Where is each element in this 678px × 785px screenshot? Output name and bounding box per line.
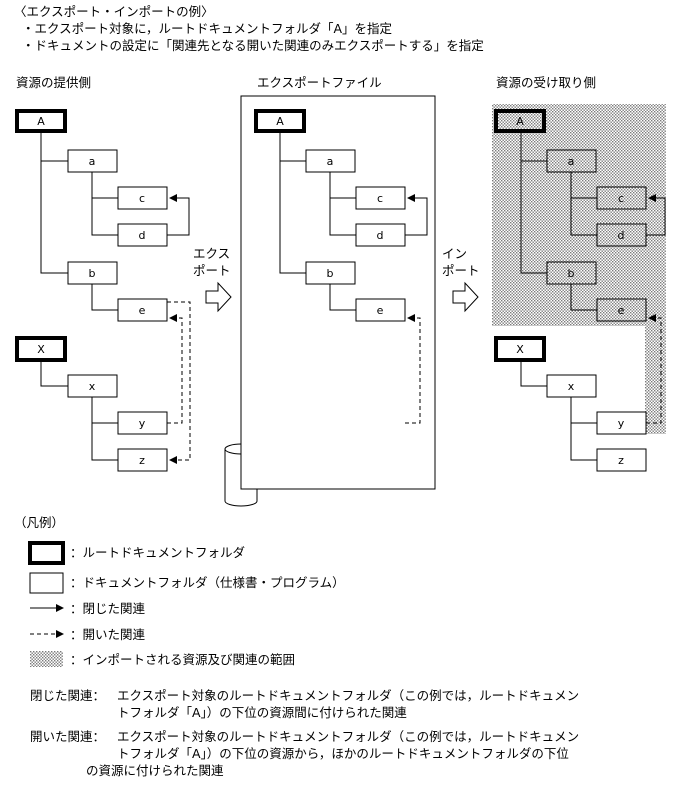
node-z-provider: z [117, 448, 168, 472]
provider-heading: 資源の提供側 [16, 75, 92, 90]
legend-import-range-symbol [30, 651, 63, 667]
node-e-provider: e [117, 298, 168, 322]
header-bullet-1: ・エクスポート対象に，ルートドキュメントフォルダ「A」を指定 [22, 21, 393, 36]
node-A-provider: A [15, 109, 67, 133]
export-open-relation [405, 314, 421, 424]
svg-text:A: A [276, 115, 284, 128]
import-label-1: イン [442, 246, 468, 261]
node-d-provider: d [117, 223, 168, 247]
svg-text:X: X [37, 343, 45, 356]
legend-root-folder-label: ：ルートドキュメントフォルダ [70, 545, 246, 560]
note-open-line-1: エクスポート対象のルートドキュメントフォルダ（この例では，ルートドキュメン [117, 729, 580, 744]
provider-tree [40, 131, 118, 461]
svg-text:b: b [89, 267, 96, 280]
svg-text:c: c [139, 192, 145, 205]
svg-text:x: x [568, 380, 575, 393]
legend-root-folder-symbol [28, 541, 65, 565]
node-A-receiver: A [494, 109, 546, 133]
database-cylinder-icon [224, 96, 435, 507]
node-a-receiver: a [546, 149, 597, 173]
receiver-heading: 資源の受け取り側 [496, 75, 597, 90]
svg-text:X: X [516, 343, 524, 356]
svg-text:y: y [139, 417, 146, 430]
svg-text:a: a [89, 155, 96, 168]
svg-text:c: c [377, 192, 383, 205]
node-e-export: e [355, 298, 406, 322]
export-label-2: ポート [193, 263, 231, 278]
svg-text:e: e [139, 304, 146, 317]
svg-text:x: x [89, 380, 96, 393]
export-closed-relation [405, 194, 428, 236]
node-y-provider: y [117, 411, 168, 435]
receiver-open-relation [646, 314, 662, 424]
legend-closed-relation-label: ：閉じた関連 [70, 601, 146, 616]
provider-closed-relation [167, 194, 190, 236]
svg-text:a: a [568, 155, 575, 168]
svg-text:b: b [568, 267, 575, 280]
node-z-receiver: z [596, 448, 647, 472]
export-arrow-icon [205, 281, 232, 313]
node-X-receiver: X [494, 336, 546, 362]
svg-text:b: b [327, 267, 334, 280]
import-arrow-icon [452, 281, 479, 313]
node-x-provider: x [67, 374, 118, 398]
svg-text:y: y [618, 417, 625, 430]
svg-text:z: z [618, 454, 624, 467]
note-open-line-3: の資源に付けられた関連 [86, 763, 224, 778]
node-b-export: b [305, 261, 356, 285]
note-open-line-2: トフォルダ「A」）の下位の資源から，ほかのルートドキュメントフォルダの下位 [117, 746, 569, 761]
note-closed-label: 閉じた関連： [30, 688, 106, 703]
node-d-receiver: d [596, 223, 647, 247]
node-x-receiver: x [546, 374, 597, 398]
node-c-receiver: c [596, 186, 647, 210]
note-closed-line-1: エクスポート対象のルートドキュメントフォルダ（この例では，ルートドキュメン [117, 688, 580, 703]
svg-text:z: z [139, 454, 145, 467]
node-d-export: d [355, 223, 406, 247]
node-c-provider: c [117, 186, 168, 210]
svg-text:d: d [139, 229, 146, 242]
node-X-provider: X [15, 336, 67, 362]
export-tree [279, 131, 356, 311]
legend-doc-folder-label: ：ドキュメントフォルダ（仕様書・プログラム） [70, 575, 345, 590]
svg-text:e: e [377, 304, 384, 317]
svg-text:e: e [618, 304, 625, 317]
node-a-export: a [305, 149, 356, 173]
note-closed-line-2: トフォルダ「A」）の下位の資源間に付けられた関連 [117, 705, 407, 720]
svg-text:c: c [618, 192, 624, 205]
header-bullet-2: ・ドキュメントの設定に「関連先となる開いた関連のみエクスポートする」を指定 [22, 38, 484, 53]
export-label-1: エクス [193, 246, 231, 261]
legend-doc-folder-symbol [29, 572, 64, 594]
node-b-receiver: b [546, 261, 597, 285]
node-A-export: A [254, 109, 306, 133]
svg-text:a: a [327, 155, 334, 168]
legend-title: （凡例） [14, 515, 65, 530]
node-b-provider: b [67, 261, 118, 285]
import-label-2: ポート [442, 263, 480, 278]
svg-text:A: A [516, 115, 524, 128]
legend-import-range-label: ：インポートされる資源及び関連の範囲 [70, 652, 296, 667]
svg-text:A: A [37, 115, 45, 128]
legend-open-relation-label: ：開いた関連 [70, 627, 146, 642]
diagram-title: 〈エクスポート・インポートの例〉 [14, 4, 214, 19]
svg-text:d: d [377, 229, 384, 242]
receiver-closed-relation [646, 194, 666, 236]
provider-open-relation [167, 301, 191, 464]
node-e-receiver: e [596, 298, 647, 322]
receiver-tree [520, 131, 597, 461]
node-c-export: c [355, 186, 406, 210]
node-y-receiver: y [596, 411, 647, 435]
node-a-provider: a [67, 149, 118, 173]
export-file-heading: エクスポートファイル [257, 75, 382, 90]
note-open-label: 開いた関連： [30, 729, 106, 744]
svg-text:d: d [618, 229, 625, 242]
